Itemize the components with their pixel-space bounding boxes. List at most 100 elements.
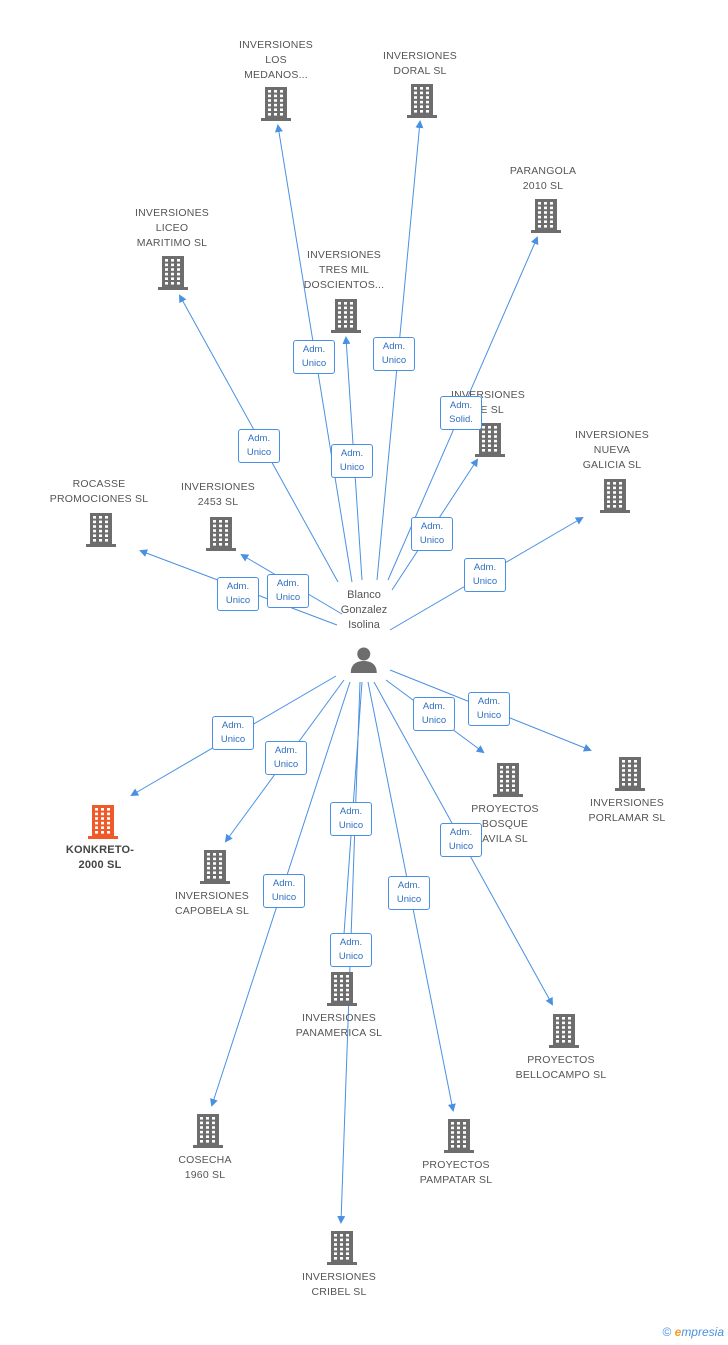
relation-badge-bellocampo[interactable]: Adm. Unico — [440, 823, 482, 857]
company-proyectos-bellocampo[interactable]: PROYECTOS BELLOCAMPO SL — [516, 1053, 607, 1083]
company-building-doral[interactable] — [407, 84, 437, 118]
company-proyectos-pampatar[interactable]: PROYECTOS PAMPATAR SL — [420, 1158, 493, 1188]
company-inversiones-capobela[interactable]: INVERSIONES CAPOBELA SL — [175, 889, 249, 919]
company-building-cosecha[interactable] — [193, 1114, 223, 1148]
company-rocasse-promociones[interactable]: ROCASSE PROMOCIONES SL — [50, 477, 148, 507]
company-label-line: PROYECTOS — [527, 1054, 595, 1066]
company-building-panamerica[interactable] — [327, 972, 357, 1006]
company-building-bosque[interactable] — [493, 763, 523, 797]
company-inversiones-los-medanos[interactable]: INVERSIONES LOS MEDANOS... — [239, 38, 313, 83]
relation-badge-2453[interactable]: Adm.Unico — [267, 574, 309, 608]
company-building-parangola[interactable] — [531, 199, 561, 233]
company-building-bellocampo[interactable] — [549, 1014, 579, 1048]
company-inversiones-2453[interactable]: INVERSIONES 2453 SL — [181, 480, 255, 510]
relation-badge-panamerica[interactable]: Adm.Unico — [330, 933, 372, 967]
building-icon — [261, 87, 291, 121]
relation-badge-capobela[interactable]: Adm. Unico — [265, 741, 307, 775]
person-name-line-3: Isolina — [348, 619, 380, 631]
company-building-konkreto[interactable] — [88, 805, 118, 839]
relation-role-line: Adm. — [420, 521, 444, 532]
building-icon — [493, 763, 523, 797]
company-label-line: 1960 SL — [184, 1169, 226, 1181]
company-cosecha-1960[interactable]: COSECHA 1960 SL — [178, 1153, 231, 1183]
relation-badge-doral[interactable]: Adm.Unico — [373, 337, 415, 371]
brand-letter: e — [674, 1325, 682, 1339]
relation-badge-nueva-galicia[interactable]: Adm.Unico — [464, 558, 506, 592]
person-name-line-1: Blanco — [347, 589, 381, 601]
relation-role-line: Adm. — [477, 696, 501, 707]
relation-role-line: Adm. — [276, 578, 300, 589]
company-label-line: GALICIA SL — [582, 459, 642, 471]
relation-badge-cosecha[interactable]: Adm.Unico — [263, 874, 305, 908]
company-building-los-medanos[interactable] — [261, 87, 291, 121]
company-building-liceo[interactable] — [158, 256, 188, 290]
company-building-ge[interactable] — [475, 423, 505, 457]
company-inversiones-panamerica[interactable]: INVERSIONES PANAMERICA SL — [296, 1011, 382, 1041]
relation-badge-cribel[interactable]: Adm.Unico — [330, 802, 372, 836]
company-inversiones-liceo-maritimo[interactable]: INVERSIONES LICEO MARITIMO SL — [135, 206, 209, 251]
relation-badge-los-medanos[interactable]: Adm.Unico — [293, 340, 335, 374]
relation-badge-ge[interactable]: Adm.Unico — [411, 517, 453, 551]
company-label-line: PAMPATAR SL — [419, 1174, 493, 1186]
company-building-capobela[interactable] — [200, 850, 230, 884]
building-icon — [206, 517, 236, 551]
company-label-line: PROYECTOS — [422, 1159, 490, 1171]
relation-role-line: Unico — [448, 841, 474, 852]
building-icon — [327, 1231, 357, 1265]
building-icon — [444, 1119, 474, 1153]
person-node[interactable]: Blanco Gonzalez Isolina — [341, 588, 387, 678]
relation-badge-bosque[interactable]: Adm.Unico — [413, 697, 455, 731]
empresia-logo[interactable]: © empresia — [662, 1325, 724, 1339]
company-label-line: BOSQUE — [481, 818, 529, 830]
relation-badge-konkreto[interactable]: Adm.Unico — [212, 716, 254, 750]
company-label-line: LICEO — [155, 222, 189, 234]
relation-badge-pampatar[interactable]: Adm.Unico — [388, 876, 430, 910]
relation-badge-liceo[interactable]: Adm.Unico — [238, 429, 280, 463]
company-proyectos-bosque-avila[interactable]: PROYECTOS BOSQUE AVILA SL — [471, 802, 539, 847]
relation-role-line: Adm. — [272, 878, 296, 889]
relation-role-line: Solid. — [449, 414, 473, 425]
building-icon — [331, 299, 361, 333]
company-inversiones-porlamar[interactable]: INVERSIONES PORLAMAR SL — [589, 796, 666, 826]
company-label-line: PROYECTOS — [471, 803, 539, 815]
brand-name: mpresia — [681, 1325, 724, 1339]
company-label-line: ROCASSE — [72, 478, 126, 490]
relation-role-line: Adm. — [221, 720, 245, 731]
relation-role-line: Unico — [273, 759, 299, 770]
company-inversiones-tres-mil[interactable]: INVERSIONES TRES MIL DOSCIENTOS... — [304, 248, 385, 293]
company-label-line: AVILA SL — [482, 833, 528, 845]
company-label-line: DOSCIENTOS... — [303, 279, 385, 291]
relation-role-line: Adm. — [274, 745, 298, 756]
company-label-line: PORLAMAR SL — [588, 812, 666, 824]
relation-badge-porlamar[interactable]: Adm.Unico — [468, 692, 510, 726]
company-building-cribel[interactable] — [327, 1231, 357, 1265]
relation-badge-parangola[interactable]: Adm. Solid. — [440, 396, 482, 430]
copyright-symbol: © — [662, 1325, 672, 1339]
building-icon — [158, 256, 188, 290]
relation-badge-tres-mil[interactable]: Adm.Unico — [331, 444, 373, 478]
relation-role-line: Adm. — [226, 581, 250, 592]
company-inversiones-doral[interactable]: INVERSIONES DORAL SL — [383, 49, 457, 79]
relation-role-line: Adm. — [449, 400, 473, 411]
company-building-nueva-galicia[interactable] — [600, 479, 630, 513]
company-konkreto-2000[interactable]: KONKRETO- 2000 SL — [66, 843, 134, 873]
company-building-pampatar[interactable] — [444, 1119, 474, 1153]
relation-role-line: Adm. — [449, 827, 473, 838]
company-building-porlamar[interactable] — [615, 757, 645, 791]
company-inversiones-cribel[interactable]: INVERSIONES CRIBEL SL — [302, 1270, 376, 1300]
relation-badge-rocasse[interactable]: Adm.Unico — [217, 577, 259, 611]
company-building-2453[interactable] — [206, 517, 236, 551]
company-label-line: KONKRETO- — [65, 844, 135, 856]
company-building-tres-mil[interactable] — [331, 299, 361, 333]
building-icon — [531, 199, 561, 233]
building-icon — [86, 513, 116, 547]
company-parangola-2010[interactable]: PARANGOLA 2010 SL — [510, 164, 576, 194]
company-label-line: CAPOBELA SL — [175, 905, 249, 917]
relation-role-line: Unico — [421, 715, 447, 726]
company-building-rocasse[interactable] — [86, 513, 116, 547]
company-inversiones-nueva-galicia[interactable]: INVERSIONES NUEVA GALICIA SL — [575, 428, 649, 473]
company-label-line: BELLOCAMPO SL — [515, 1069, 607, 1081]
company-label-line: 2010 SL — [522, 180, 564, 192]
company-label-line: CRIBEL SL — [311, 1286, 367, 1298]
